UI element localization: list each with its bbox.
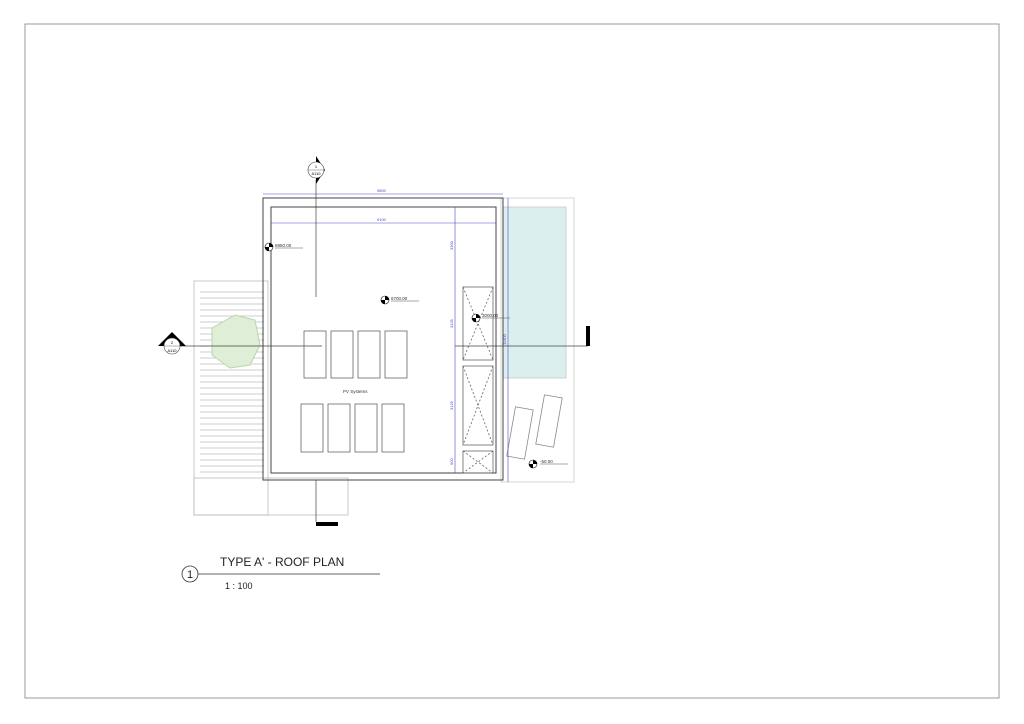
svg-text:3000.00: 3000.00 bbox=[482, 313, 499, 318]
skylights bbox=[462, 286, 494, 474]
view-scale: 1 : 100 bbox=[225, 581, 253, 591]
pv-label: PV Systems bbox=[343, 389, 368, 394]
dim-inner-width: 9100 bbox=[377, 217, 387, 222]
svg-text:6700.00: 6700.00 bbox=[391, 296, 408, 301]
level-marker-skylight: 3000.00 bbox=[471, 313, 510, 323]
roof-outline bbox=[262, 197, 504, 481]
view-title: 1 TYPE A' - ROOF PLAN 1 : 100 bbox=[181, 555, 380, 591]
svg-text:6950.00: 6950.00 bbox=[275, 243, 292, 248]
pool bbox=[502, 206, 567, 379]
sheet-border bbox=[24, 23, 1000, 699]
section-2-number: 2 bbox=[171, 340, 174, 345]
level-marker-roof: 6700.00 bbox=[380, 295, 419, 305]
dim-seg4: 900 bbox=[449, 458, 454, 465]
pool-deck bbox=[500, 197, 575, 483]
section-line-1[interactable]: 1 A110 bbox=[307, 156, 338, 526]
dim-seg2: 3125 bbox=[449, 318, 454, 328]
section-1-number: 1 bbox=[315, 164, 318, 169]
view-name: TYPE A' - ROOF PLAN bbox=[220, 555, 344, 569]
svg-text:-50.00: -50.00 bbox=[540, 459, 553, 464]
dimension-lines bbox=[263, 193, 509, 482]
dim-seg1: 3300 bbox=[449, 240, 454, 250]
level-marker-parapet: 6950.00 bbox=[264, 242, 303, 252]
lounge-chairs bbox=[506, 394, 563, 460]
section-2-sheet: A110 bbox=[167, 348, 177, 353]
parapet-inner bbox=[270, 206, 497, 474]
dim-seg3: 3125 bbox=[449, 400, 454, 410]
dim-overall-depth: 11400 bbox=[502, 333, 507, 345]
pv-panels bbox=[300, 330, 408, 453]
tree-icon bbox=[211, 314, 261, 369]
section-line-2[interactable]: 2 A110 bbox=[158, 326, 590, 355]
section-1-sheet: A110 bbox=[311, 171, 321, 176]
dim-overall-width: 9800 bbox=[377, 188, 387, 193]
view-number: 1 bbox=[187, 569, 193, 581]
level-marker-ground: -50.00 bbox=[528, 459, 568, 469]
